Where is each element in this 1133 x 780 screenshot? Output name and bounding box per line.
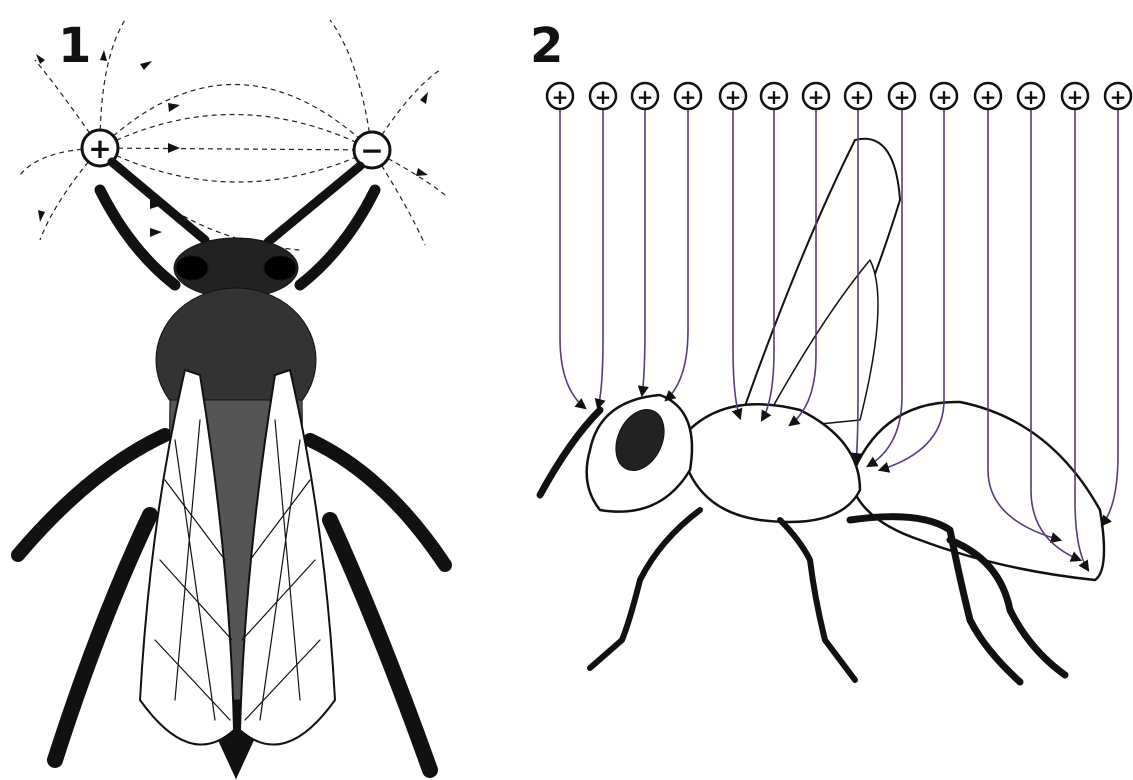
charge-lead <box>666 110 688 400</box>
positive-charge-marker: + <box>1018 83 1044 109</box>
positive-charge-marker: + <box>632 83 658 109</box>
positive-charge-marker: + <box>803 83 829 109</box>
positive-charge-marker: + <box>975 83 1001 109</box>
charge-lead <box>598 110 603 408</box>
positive-charge-symbol: + <box>808 85 825 109</box>
positive-charge-symbol: + <box>680 85 697 109</box>
bee-side-illustration <box>540 139 1104 682</box>
positive-charge-marker: + <box>931 83 957 109</box>
positive-charge-symbol: + <box>936 85 953 109</box>
positive-charge-marker: + <box>1062 83 1088 109</box>
charge-lead <box>642 110 645 395</box>
positive-charge-marker: + <box>1105 83 1131 109</box>
svg-text:−: − <box>360 134 383 167</box>
positive-charge-marker: + <box>889 83 915 109</box>
bee-dorsal-illustration <box>18 162 445 778</box>
positive-charge-symbol: + <box>1110 85 1127 109</box>
positive-charge-symbol: + <box>637 85 654 109</box>
positive-charge-symbol: + <box>894 85 911 109</box>
charge-lead <box>733 110 740 418</box>
positive-charge-marker: + <box>761 83 787 109</box>
positive-charge-symbol: + <box>980 85 997 109</box>
positive-charge-symbol: + <box>1023 85 1040 109</box>
positive-charge-marker: + <box>675 83 701 109</box>
positive-charge-symbol: + <box>1067 85 1084 109</box>
charge-lead <box>1102 110 1118 525</box>
positive-charge-marker: + <box>590 83 616 109</box>
positive-charge-marker: + <box>720 83 746 109</box>
positive-charge-symbol: + <box>725 85 742 109</box>
charge-lead <box>560 110 585 408</box>
positive-charge-marker: + <box>845 83 871 109</box>
positive-charge-symbol: + <box>766 85 783 109</box>
positive-charge-symbol: + <box>850 85 867 109</box>
positive-charge-marker: + <box>547 83 573 109</box>
positive-charge-symbol: + <box>552 85 569 109</box>
positive-charge-symbol: + <box>595 85 612 109</box>
panel-2-charges: + + + + + + + + + + + + + + <box>547 83 1131 109</box>
